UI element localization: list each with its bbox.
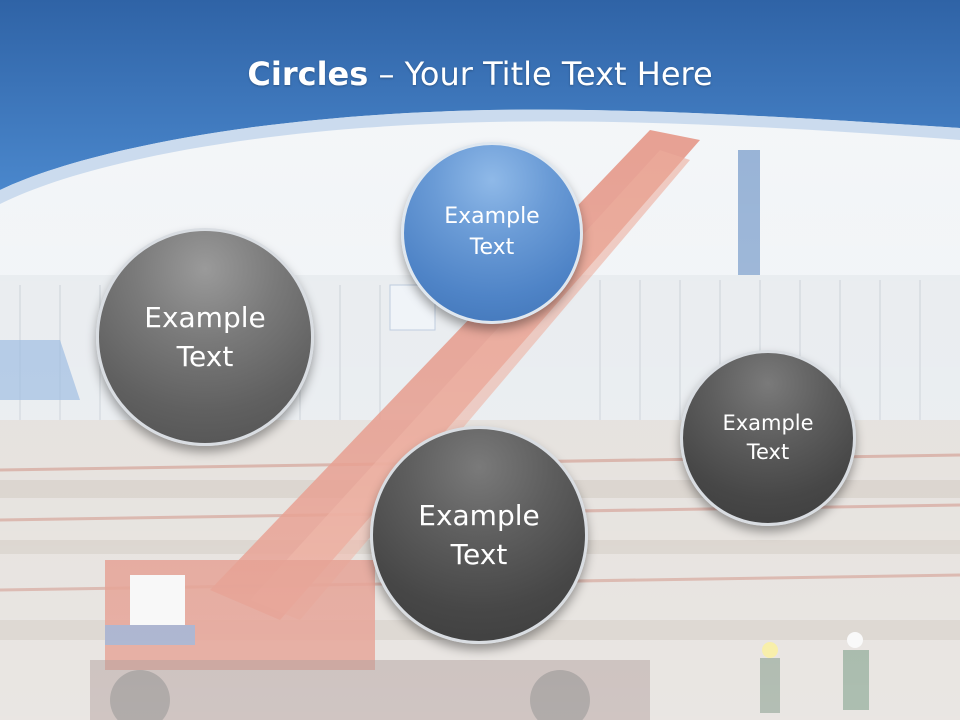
circle-left-text: Example Text [144, 300, 266, 373]
circle-left[interactable]: Example Text [96, 228, 314, 446]
circle-bottom[interactable]: Example Text [370, 426, 588, 644]
circle-bottom-text: Example Text [418, 498, 540, 571]
title-rest: – Your Title Text Here [368, 55, 713, 93]
circle-top[interactable]: Example Text [401, 142, 583, 324]
circle-right[interactable]: Example Text [680, 350, 856, 526]
circle-top-text: Example Text [444, 204, 540, 260]
title-bold: Circles [247, 55, 369, 93]
slide-title: Circles – Your Title Text Here [0, 52, 960, 96]
circle-right-text: Example Text [722, 410, 814, 464]
